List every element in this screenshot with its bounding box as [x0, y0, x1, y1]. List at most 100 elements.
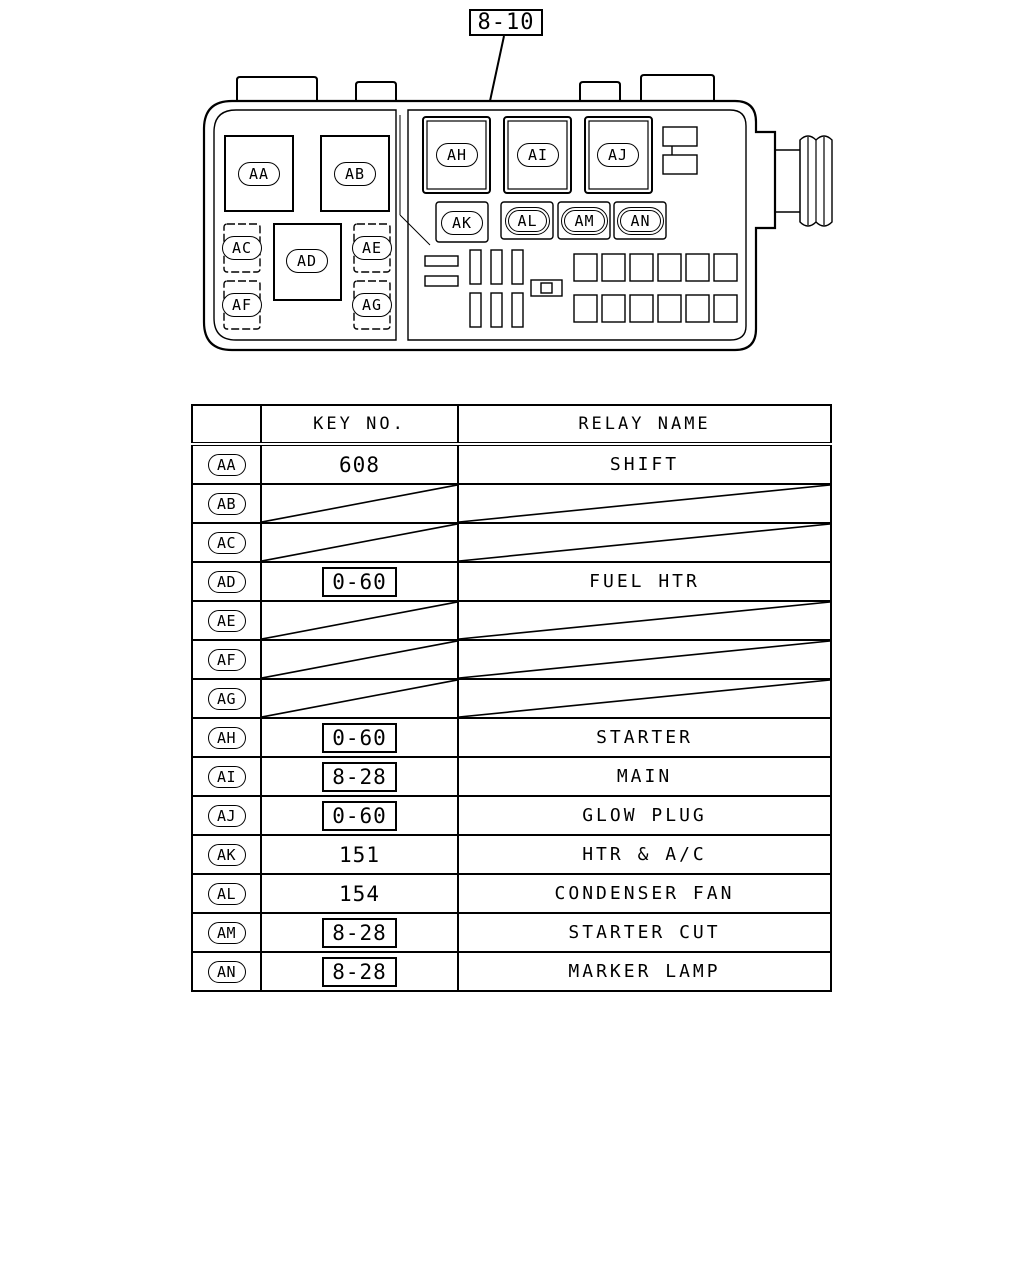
table-row: AG: [191, 678, 832, 719]
table-header-row: KEY NO. RELAY NAME: [191, 404, 832, 446]
key-number: 0-60: [322, 722, 397, 753]
position-label-an: AN: [617, 207, 664, 235]
key-number: 8-28: [322, 956, 397, 987]
table-row: AA 608 SHIFT: [191, 443, 832, 485]
position-label-ag: AG: [352, 293, 392, 317]
row-id-cell: AN: [191, 951, 262, 992]
relay-name: STARTER CUT: [568, 922, 721, 943]
row-id-cell: AH: [191, 717, 262, 758]
relay-table: KEY NO. RELAY NAME AA 608 SHIFT AB AC AD 0-60 F…: [191, 404, 832, 992]
position-label-al: AL: [505, 207, 550, 235]
table-row: AH 0-60 STARTER: [191, 717, 832, 758]
row-relay-name-cell: CONDENSER FAN: [457, 873, 832, 914]
row-position-label: AH: [207, 726, 246, 749]
row-id-cell: AE: [191, 600, 262, 641]
table-row: AM 8-28 STARTER CUT: [191, 912, 832, 953]
position-label-aj: AJ: [597, 143, 639, 167]
row-id-cell: AF: [191, 639, 262, 680]
position-label-ad: AD: [286, 249, 328, 273]
row-relay-name-cell: [457, 483, 832, 524]
empty-slot-diagonal: [459, 602, 830, 639]
row-position-label: AE: [207, 609, 246, 632]
empty-slot-diagonal: [262, 524, 457, 561]
header-relay-name: RELAY NAME: [457, 404, 832, 446]
row-relay-name-cell: SHIFT: [457, 443, 832, 485]
row-key-cell: [260, 483, 459, 524]
table-row: AD 0-60 FUEL HTR: [191, 561, 832, 602]
relay-name: MARKER LAMP: [568, 961, 721, 982]
row-key-cell: 0-60: [260, 795, 459, 836]
row-id-cell: AJ: [191, 795, 262, 836]
row-key-cell: 608: [260, 443, 459, 485]
row-id-cell: AM: [191, 912, 262, 953]
table-row: AF: [191, 639, 832, 680]
relay-name: HTR & A/C: [582, 844, 707, 865]
row-relay-name-cell: STARTER CUT: [457, 912, 832, 953]
row-position-label: AL: [207, 882, 246, 905]
row-id-cell: AD: [191, 561, 262, 602]
key-number: 151: [339, 842, 380, 867]
row-relay-name-cell: FUEL HTR: [457, 561, 832, 602]
empty-slot-diagonal: [262, 485, 457, 522]
row-position-label: AC: [207, 531, 246, 554]
row-key-cell: [260, 678, 459, 719]
row-key-cell: [260, 600, 459, 641]
row-position-label: AG: [207, 687, 246, 710]
row-id-cell: AB: [191, 483, 262, 524]
table-row: AE: [191, 600, 832, 641]
key-number: 0-60: [322, 566, 397, 597]
relay-name: SHIFT: [609, 454, 680, 475]
empty-slot-diagonal: [262, 602, 457, 639]
row-relay-name-cell: [457, 600, 832, 641]
key-number: 608: [339, 452, 380, 477]
position-label-ab: AB: [334, 162, 376, 186]
table-row: AB: [191, 483, 832, 524]
position-label-am: AM: [561, 207, 608, 235]
position-label-af: AF: [222, 293, 262, 317]
row-key-cell: 8-28: [260, 912, 459, 953]
row-relay-name-cell: STARTER: [457, 717, 832, 758]
row-key-cell: 154: [260, 873, 459, 914]
figure-reference-label: 8-10: [469, 9, 543, 36]
row-key-cell: [260, 639, 459, 680]
empty-slot-diagonal: [262, 641, 457, 678]
row-relay-name-cell: HTR & A/C: [457, 834, 832, 875]
table-row: AN 8-28 MARKER LAMP: [191, 951, 832, 992]
row-relay-name-cell: [457, 639, 832, 680]
empty-slot-diagonal: [459, 524, 830, 561]
table-row: AC: [191, 522, 832, 563]
row-id-cell: AC: [191, 522, 262, 563]
empty-slot-diagonal: [459, 641, 830, 678]
row-id-cell: AG: [191, 678, 262, 719]
row-position-label: AF: [207, 648, 246, 671]
row-key-cell: [260, 522, 459, 563]
position-label-aa: AA: [238, 162, 280, 186]
row-key-cell: 8-28: [260, 756, 459, 797]
row-position-label: AI: [207, 765, 246, 788]
row-position-label: AD: [207, 570, 246, 593]
key-number: 0-60: [322, 800, 397, 831]
row-key-cell: 0-60: [260, 561, 459, 602]
key-number: 8-28: [322, 917, 397, 948]
row-id-cell: AL: [191, 873, 262, 914]
row-position-label: AK: [207, 843, 246, 866]
empty-slot-diagonal: [459, 485, 830, 522]
empty-slot-diagonal: [459, 680, 830, 717]
row-key-cell: 8-28: [260, 951, 459, 992]
row-position-label: AJ: [207, 804, 246, 827]
position-label-ae: AE: [352, 236, 392, 260]
row-key-cell: 0-60: [260, 717, 459, 758]
relay-box-outline: [202, 35, 833, 352]
row-position-label: AA: [207, 453, 246, 476]
row-id-cell: AI: [191, 756, 262, 797]
relay-name: GLOW PLUG: [582, 805, 707, 826]
relay-name: FUEL HTR: [589, 571, 700, 592]
position-label-ak: AK: [441, 211, 483, 235]
row-relay-name-cell: MAIN: [457, 756, 832, 797]
row-id-cell: AA: [191, 443, 262, 485]
position-label-ai: AI: [517, 143, 559, 167]
row-relay-name-cell: MARKER LAMP: [457, 951, 832, 992]
relay-name: STARTER: [596, 727, 693, 748]
